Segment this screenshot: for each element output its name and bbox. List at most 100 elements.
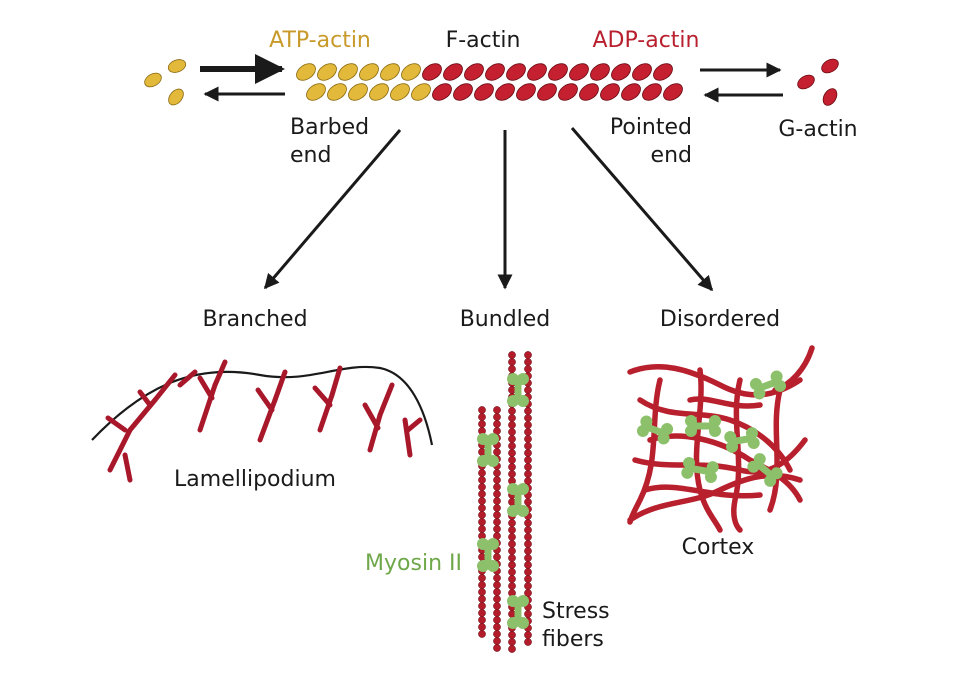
stress-fiber-bead [508, 526, 516, 534]
stress-fiber-bead [478, 609, 486, 617]
actin-subunit [474, 83, 494, 101]
bundled-label: Bundled [460, 307, 551, 332]
stress-fibers-label-line2: fibers [542, 627, 604, 652]
actin-subunit [590, 63, 610, 81]
stress-fiber-bead [478, 497, 486, 505]
actin-subunit [453, 83, 473, 101]
stress-fiber-bead [508, 582, 516, 590]
stress-fiber-bead [524, 638, 532, 646]
stress-fiber-bead [493, 413, 501, 421]
stress-fiber-bead [493, 490, 501, 498]
stress-fiber-bead [478, 588, 486, 596]
organization-arrows [263, 127, 714, 292]
actin-branch [362, 402, 381, 431]
actin-subunit [422, 63, 442, 81]
lamellipodium-branched-network [91, 359, 434, 483]
stress-fiber-bead [508, 533, 516, 541]
actin-subunit [642, 83, 662, 101]
stress-fiber-bead [524, 547, 532, 555]
barbed-end-label-line1: Barbed [290, 115, 369, 140]
myosin-ii-crosslink [477, 538, 499, 572]
stress-fiber-bead [524, 435, 532, 443]
stress-fiber-bead [508, 351, 516, 359]
stress-fiber-bead [508, 358, 516, 366]
actin-subunit [390, 83, 410, 101]
stress-fiber-bead [493, 448, 501, 456]
actin-branch [329, 365, 343, 398]
myosin-ii-crosslink [685, 415, 721, 437]
stress-fiber-bead [508, 554, 516, 562]
stress-fiber-bead [478, 616, 486, 624]
actin-subunit [348, 83, 368, 101]
stress-fiber-bead [478, 581, 486, 589]
actin-subunit [663, 83, 683, 101]
stress-fiber-bead [524, 540, 532, 548]
actin-subunit [621, 83, 641, 101]
stress-fiber-bead [493, 637, 501, 645]
stress-fiber-bead [478, 420, 486, 428]
stress-fiber-bead [524, 582, 532, 590]
stress-fiber-bead [524, 526, 532, 534]
actin-subunit [537, 83, 557, 101]
actin-subunit [359, 63, 379, 81]
stress-fiber-bead [524, 561, 532, 569]
stress-fiber-bead [478, 483, 486, 491]
barbed-end-exchange-arrows [200, 54, 285, 102]
actin-branch [367, 412, 383, 453]
actin-subunit [653, 63, 673, 81]
g-actin-label: G-actin [778, 117, 857, 142]
atp-actin-label: ATP-actin [269, 28, 371, 53]
barbed-end-label-line2: end [290, 143, 331, 168]
actin-subunit [327, 83, 347, 101]
stress-fiber-bead [524, 498, 532, 506]
stress-fiber-bead [478, 602, 486, 610]
myosin-ii-crosslink [507, 595, 529, 629]
pointed-end-label-line1: Pointed [610, 115, 692, 140]
stress-fiber-bead [508, 470, 516, 478]
cortex-disordered-network [627, 345, 815, 533]
stress-fiber-bead [493, 602, 501, 610]
myosin-ii-crosslink [477, 433, 499, 467]
stress-fiber-bead [508, 638, 516, 646]
adp-actin-label: ADP-actin [593, 28, 700, 53]
actin-subunit [306, 83, 326, 101]
actin-subunit [369, 83, 389, 101]
stress-fiber-bead [524, 365, 532, 373]
pointed-end-label-line2: end [651, 143, 692, 168]
myosin-ii-crosslink [724, 427, 760, 453]
stress-fiber-bead [508, 449, 516, 457]
actin-branch [272, 369, 288, 403]
disordered-label: Disordered [660, 307, 780, 332]
actin-branch [197, 382, 218, 433]
stress-fiber-bead [524, 421, 532, 429]
stress-fiber-bead [524, 358, 532, 366]
actin-branch [377, 382, 395, 418]
actin-branch [137, 389, 153, 408]
stress-fiber-bead [478, 511, 486, 519]
actin-subunit [611, 63, 631, 81]
stress-fiber-bead [524, 589, 532, 597]
stress-fiber-bead [524, 519, 532, 527]
stress-fiber-bead [508, 407, 516, 415]
actin-branch [152, 372, 178, 403]
f-actin-filament [296, 63, 683, 101]
actin-subunit [516, 83, 536, 101]
stress-fiber-bead [508, 631, 516, 639]
actin-subunit [317, 63, 337, 81]
actin-subunit [506, 63, 526, 81]
stress-fiber-bead [508, 575, 516, 583]
stress-fiber-bead [478, 595, 486, 603]
stress-fiber-bead [508, 442, 516, 450]
actin-branch [122, 452, 133, 483]
stress-fiber-bead [508, 456, 516, 464]
myosin-ii-crosslink [747, 453, 783, 487]
stress-fiber-bead [508, 561, 516, 569]
actin-branch [402, 417, 413, 458]
actin-subunit [296, 63, 316, 81]
stress-fiber-bead [493, 616, 501, 624]
stress-fiber-bead [524, 463, 532, 471]
myosin-ii-crosslink [749, 370, 787, 400]
stress-fiber-bead [508, 519, 516, 527]
cortex-label: Cortex [682, 535, 755, 560]
adp-g-actin-monomers [797, 58, 839, 106]
